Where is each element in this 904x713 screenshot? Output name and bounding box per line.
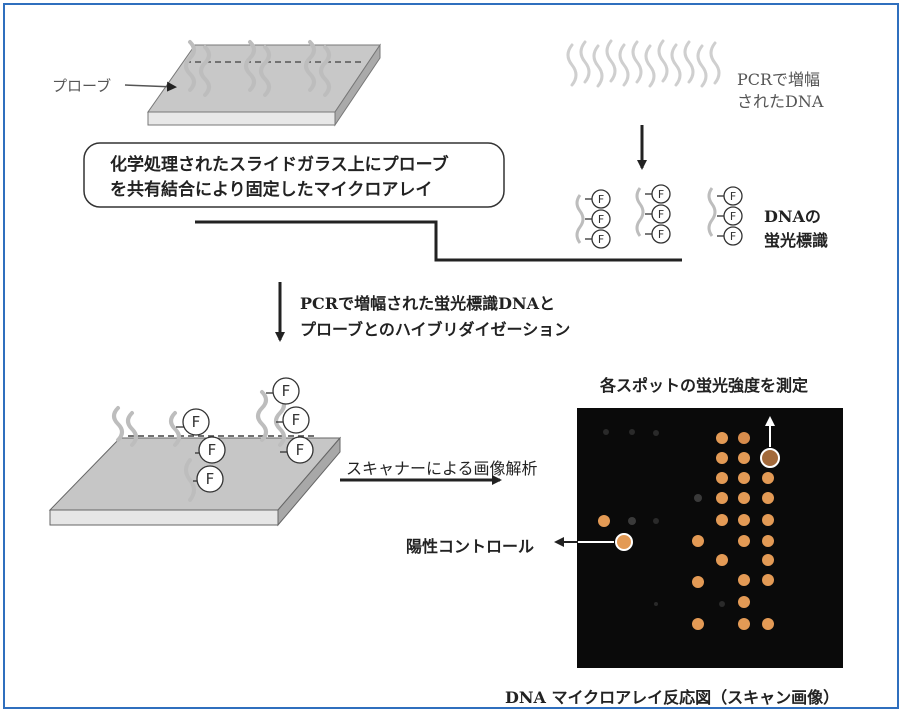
hybridization-line1: PCRで増幅された蛍光標識DNAと (300, 294, 555, 313)
microarray-desc-line1: 化学処理されたスライドガラス上にプローブ (110, 155, 449, 175)
measure-label: 各スポットの蛍光強度を測定 (600, 376, 809, 395)
fluor-tag: F (658, 228, 664, 241)
fluor-tag: F (192, 413, 201, 431)
fluor-tag: F (282, 382, 291, 400)
microarray-desc-box (83, 142, 505, 208)
hybridized-slide (48, 435, 342, 527)
fluor-tag: F (206, 470, 215, 488)
fluor-tag: F (730, 230, 736, 243)
probe-slide-top (147, 43, 381, 127)
hybridized-fluor-tags (176, 377, 314, 493)
hybridized-strands (112, 390, 286, 502)
microarray-desc-line2: を共有結合により固定したマイクロアレイ (110, 180, 433, 200)
fluor-tag: F (296, 441, 305, 459)
dna-labeling-line2: 蛍光標識 (764, 231, 829, 250)
fluor-tag: F (730, 210, 736, 223)
fluor-tag: F (598, 213, 604, 226)
labeled-dna-groups: F F F F F F F F F (575, 184, 743, 249)
step-separator (195, 220, 682, 262)
figure-caption: DNA マイクロアレイ反応図（スキャン画像） (505, 688, 840, 707)
pcr-dna-label-line1: PCRで増幅 (737, 70, 821, 89)
fluor-tag: F (658, 188, 664, 201)
fluor-tag: F (598, 233, 604, 246)
probe-pointer-arrow (124, 81, 177, 92)
fluor-tag: F (658, 208, 664, 221)
fluor-tag: F (598, 193, 604, 206)
hybridization-line2: プローブとのハイブリダイゼーション (300, 320, 571, 339)
positive-control-label: 陽性コントロール (406, 537, 535, 556)
scan-spots (598, 429, 774, 630)
fluor-tag: F (208, 441, 217, 459)
probe-strands-top (184, 40, 331, 97)
probe-label: プローブ (52, 77, 112, 95)
pcr-dna-label-line2: されたDNA (737, 92, 824, 111)
pcr-dna-bundle (566, 39, 721, 88)
highlighted-spot-measure (760, 416, 780, 468)
fluor-tag: F (730, 190, 736, 203)
dna-labeling-line1: DNAの (764, 207, 821, 226)
scanner-label: スキャナーによる画像解析 (346, 459, 538, 478)
fluor-tag: F (292, 411, 301, 429)
highlighted-spot-control (554, 533, 633, 551)
